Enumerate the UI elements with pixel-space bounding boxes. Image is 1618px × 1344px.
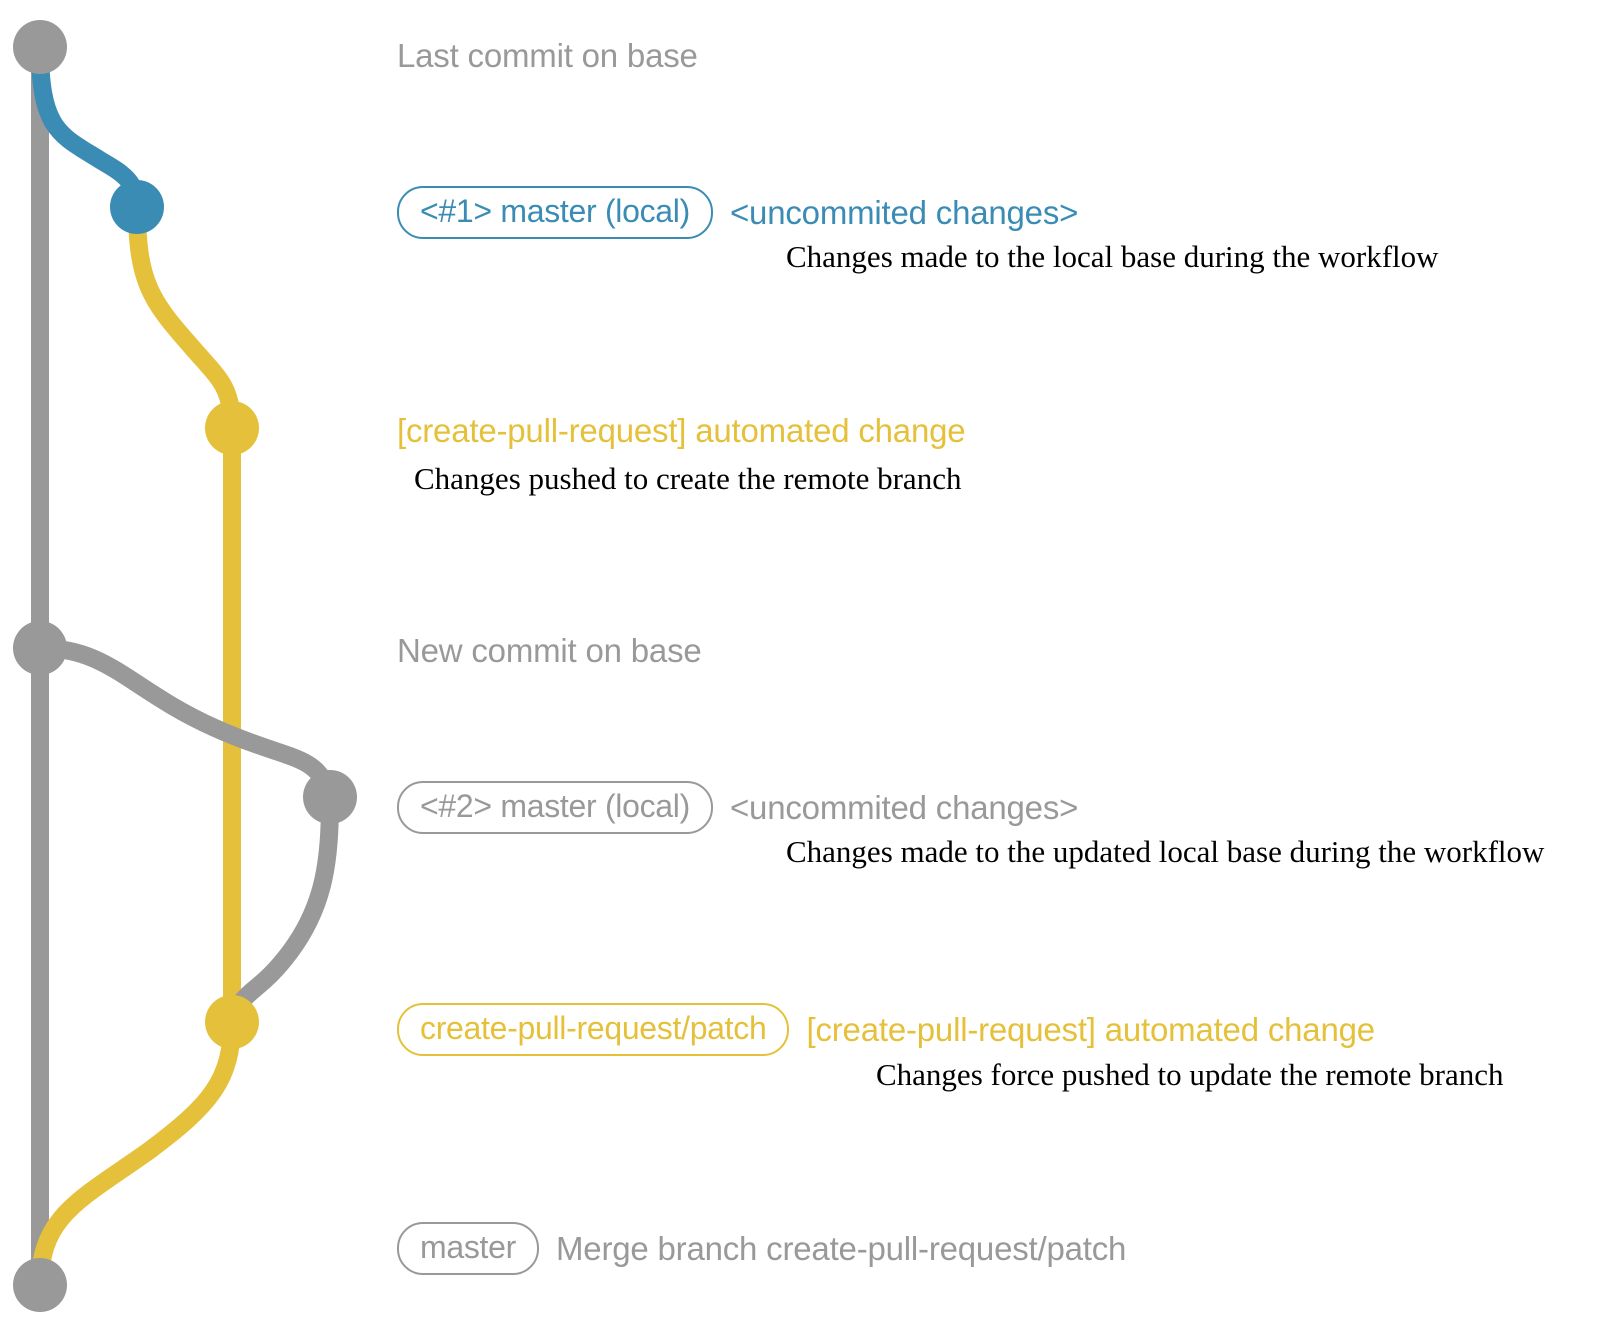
commit-subject: New commit on base	[397, 632, 702, 669]
commit-row-new-commit: New commit on base	[397, 632, 702, 670]
commit-row-master-local-1: <#1> master (local) <uncommited changes>	[397, 186, 1078, 239]
ref-badge-master[interactable]: master	[397, 1222, 539, 1275]
commit-row-automated-change-1: [create-pull-request] automated change	[397, 412, 966, 450]
local-branch-line-2	[39, 639, 339, 800]
patch-merge-line	[31, 1021, 241, 1286]
commit-description-automated-change-2: Changes force pushed to update the remot…	[876, 1057, 1504, 1092]
commit-node-new-commit-on-base[interactable]	[13, 621, 67, 675]
commit-node-merge[interactable]	[13, 1258, 67, 1312]
commit-row-last-commit: Last commit on base	[397, 37, 698, 75]
commit-subject: [create-pull-request] automated change	[806, 1010, 1375, 1048]
commit-subject: Last commit on base	[397, 37, 698, 74]
ref-badge-create-pull-request-patch[interactable]: create-pull-request/patch	[397, 1003, 790, 1056]
commit-node-last-commit-on-base[interactable]	[13, 20, 67, 74]
ref-badge-master-local-2[interactable]: <#2> master (local)	[397, 781, 713, 834]
commit-description-automated-change-1: Changes pushed to create the remote bran…	[414, 461, 962, 496]
commit-row-master-local-2: <#2> master (local) <uncommited changes>	[397, 781, 1078, 834]
commit-subject: <uncommited changes>	[729, 193, 1079, 231]
commit-node-automated-change-2[interactable]	[205, 995, 259, 1049]
commit-node-automated-change-1[interactable]	[205, 401, 259, 455]
commit-node-master-local-2[interactable]	[303, 770, 357, 824]
commit-subject: Merge branch create-pull-request/patch	[556, 1229, 1127, 1267]
ref-badge-master-local-1[interactable]: <#1> master (local)	[397, 186, 713, 239]
commit-description-master-local-1: Changes made to the local base during th…	[786, 239, 1439, 274]
commit-row-merge: master Merge branch create-pull-request/…	[397, 1222, 1126, 1275]
commit-description-master-local-2: Changes made to the updated local base d…	[786, 834, 1545, 869]
commit-node-master-local-1[interactable]	[110, 180, 164, 234]
commit-subject: [create-pull-request] automated change	[397, 412, 966, 449]
commit-row-automated-change-2: create-pull-request/patch [create-pull-r…	[397, 1003, 1375, 1056]
commit-subject: <uncommited changes>	[729, 788, 1079, 826]
patch-branch-line-1	[128, 206, 241, 429]
